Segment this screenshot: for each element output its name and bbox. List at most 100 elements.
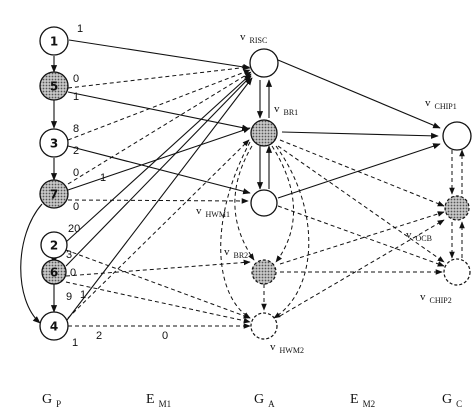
- label-gp-sub: P: [56, 399, 61, 409]
- edge-weight: 2: [96, 330, 102, 342]
- ga-node-br2-name: v: [224, 246, 230, 258]
- edge-risc-chip1: [277, 59, 441, 129]
- ga-node-risc: v RISC: [240, 27, 279, 78]
- edge-7-4: [20, 203, 43, 324]
- dedge-3-risc: [67, 69, 251, 141]
- gp-node-6-circle: [41, 259, 67, 285]
- ga-node-hwm2-label: v HWM2: [270, 337, 304, 355]
- ga-node-br1: v BR1: [250, 103, 299, 147]
- gp-node-1-label: 1: [50, 35, 58, 49]
- ga-node-hwm1-sub: HWM1: [206, 210, 230, 219]
- dedge-7-risc: [67, 71, 252, 185]
- label-gc-main: G: [442, 392, 452, 407]
- gp-node-4-circle: [39, 311, 69, 341]
- label-gp: G P: [42, 390, 61, 409]
- edges: [20, 39, 465, 329]
- gp-node-3: 3: [39, 128, 69, 158]
- label-ga: G A: [254, 390, 275, 409]
- edge-weight: 0: [73, 201, 79, 213]
- label-gc: G C: [442, 390, 462, 409]
- edge-5-br1: [67, 91, 250, 131]
- ga-node-risc-label: v RISC: [240, 27, 267, 45]
- ga-node-br1-circle: [250, 119, 278, 147]
- dedge-br1-hwm2: [273, 145, 310, 319]
- gp-node-5-label: 5: [50, 80, 58, 94]
- label-em2-sub: M2: [363, 399, 376, 409]
- label-em1-sub: M1: [159, 399, 172, 409]
- gp-node-7-label: 7: [50, 188, 58, 202]
- ga-node-hwm2: v HWM2: [250, 312, 304, 355]
- gp-node-2-circle: [40, 231, 68, 259]
- ga-node-hwm1-name: v: [196, 205, 202, 217]
- edge-weights: 1 0 1 8 2 0 1 0 20 3 0 1 9 2 0 1: [66, 23, 168, 349]
- gp-node-1: 1: [39, 26, 69, 56]
- edge-4-risc: [66, 77, 253, 321]
- gp-node-7: 7: [39, 179, 69, 209]
- ga-node-br1-sub: BR1: [284, 108, 299, 117]
- gc-node-chip1: v CHIP1: [425, 97, 472, 151]
- ga-nodes: v RISC v BR1 v HWM1 v BR2: [196, 27, 304, 355]
- edge-weight: 0: [73, 73, 79, 85]
- label-em1-main: E: [146, 392, 155, 407]
- edge-weight: 9: [66, 291, 72, 303]
- edge-2-risc: [65, 73, 252, 243]
- gc-node-chip1-circle: [442, 121, 472, 151]
- dedge-br1-chip2: [277, 145, 445, 263]
- edge-7-br1: [67, 127, 251, 191]
- gp-node-3-circle: [39, 128, 69, 158]
- edge-weight: 0: [162, 330, 168, 342]
- ga-node-hwm1-circle: [250, 189, 278, 217]
- edge-weight: 1: [77, 23, 83, 35]
- ga-node-risc-circle: [249, 48, 279, 78]
- gc-node-ocb-circle: [444, 195, 470, 221]
- gp-node-5-circle: [39, 71, 69, 101]
- dedge-hwm1-chip2: [277, 205, 445, 267]
- gc-node-chip1-name: v: [425, 97, 431, 109]
- bottom-labels: G P E M1 G A E M2 G C: [42, 390, 462, 409]
- dedge-br1-br2: [271, 145, 294, 263]
- gp-node-4-label: 4: [50, 320, 58, 334]
- edge-1-risc: [68, 39, 251, 70]
- edge-weight: 8: [73, 123, 79, 135]
- dedge-5-risc: [67, 64, 250, 89]
- dedge-4-br1: [67, 139, 250, 319]
- edge-weight: 0: [73, 167, 79, 179]
- edge-weight: 3: [66, 249, 72, 261]
- gp-node-5: 5: [39, 71, 69, 101]
- ga-node-hwm2-circle: [250, 312, 278, 340]
- dedge-2-hwm2: [65, 249, 251, 319]
- edge-weight: 2: [73, 145, 79, 157]
- dedge-7-hwm1: [67, 198, 249, 204]
- gp-node-6: 6: [41, 259, 67, 285]
- gp-node-2-label: 2: [50, 239, 58, 253]
- gp-nodes: 1 5 3 7 2 6 4: [39, 26, 69, 341]
- label-ga-sub: A: [268, 399, 275, 409]
- edge-weight: 0: [70, 267, 76, 279]
- gp-node-4: 4: [39, 311, 69, 341]
- gp-node-2: 2: [40, 231, 68, 259]
- gp-node-3-label: 3: [50, 137, 58, 151]
- dedge-br1-ocb: [279, 139, 445, 207]
- gc-node-chip2-circle: [443, 258, 471, 286]
- label-em2: E M2: [350, 390, 375, 409]
- edge-3-hwm1: [67, 145, 251, 195]
- dedge-hwm2-ocb: [279, 219, 445, 317]
- ga-node-br2-circle: [251, 259, 277, 285]
- dedge-6-hwm2: [65, 281, 251, 324]
- dedge-br2-ocb: [279, 211, 445, 265]
- edge-6-risc: [65, 75, 252, 267]
- edge-weight: 1: [100, 172, 106, 184]
- gc-node-ocb-name: v: [406, 229, 412, 241]
- edge-hwm1-chip1: [277, 143, 441, 199]
- dedge-br1-hwm2-left: [220, 141, 251, 319]
- gp-node-1-circle: [39, 26, 69, 56]
- gp-node-7-circle: [39, 179, 69, 209]
- ga-node-risc-sub: RISC: [250, 36, 268, 45]
- gc-node-chip1-sub: CHIP1: [435, 102, 457, 111]
- dedge-br1-br2-left: [234, 145, 255, 261]
- ga-node-hwm1-label: v HWM1: [196, 201, 230, 219]
- label-gp-main: G: [42, 392, 52, 407]
- ga-node-br1-name: v: [274, 103, 280, 115]
- edge-weight: 1: [73, 91, 79, 103]
